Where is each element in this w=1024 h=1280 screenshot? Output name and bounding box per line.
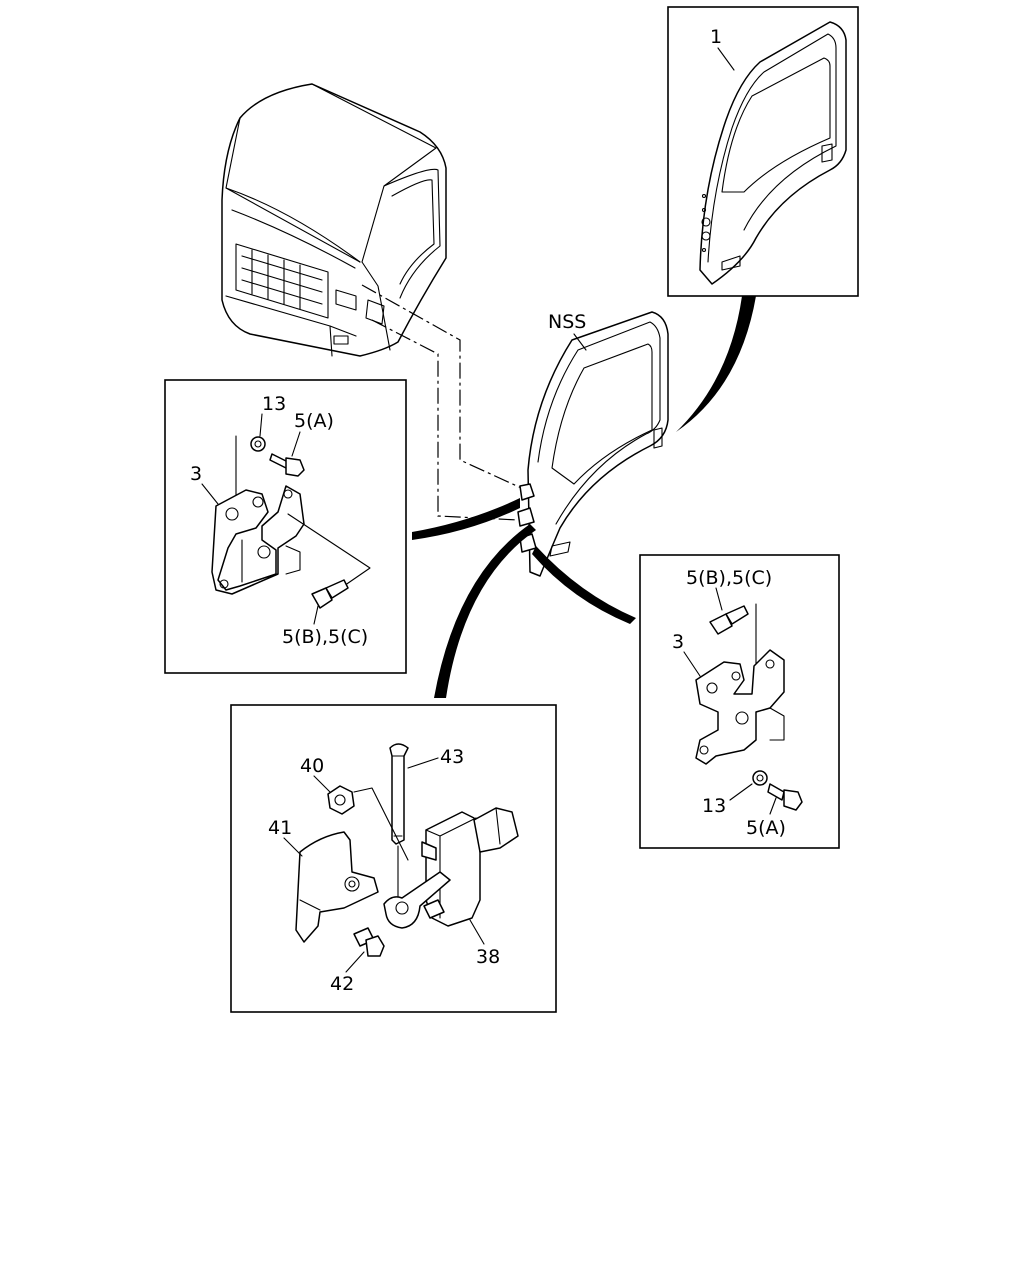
label-check-link: 38	[476, 946, 500, 968]
door-nss	[517, 311, 669, 577]
label-lower-bolt-bc: 5(B),5(C)	[686, 567, 772, 589]
label-pin: 43	[440, 746, 464, 768]
label-bolt: 42	[330, 973, 354, 995]
label-lower-bolt-a: 5(A)	[746, 817, 786, 839]
label-upper-bolt-a: 5(A)	[294, 410, 334, 432]
truck-cab	[221, 83, 531, 521]
label-door-assembly: 1	[710, 26, 722, 48]
label-nut: 40	[300, 755, 324, 777]
lower-hinge	[695, 603, 803, 811]
upper-hinge	[211, 435, 371, 609]
label-lower-washer: 13	[702, 795, 726, 817]
label-lower-hinge: 3	[672, 631, 684, 653]
label-upper-hinge: 3	[190, 463, 202, 485]
label-bracket: 41	[268, 817, 292, 839]
label-upper-washer: 13	[262, 393, 286, 415]
callout-door-check	[434, 524, 536, 698]
box-door-assembly	[667, 6, 859, 297]
door-check	[295, 743, 519, 957]
callout-door-assembly	[676, 296, 756, 432]
door-assembly-1	[699, 21, 847, 285]
callout-lower-hinge	[532, 546, 636, 624]
callout-upper-hinge	[412, 498, 520, 540]
label-upper-bolt-bc: 5(B),5(C)	[282, 626, 368, 648]
label-nss: NSS	[548, 311, 586, 333]
